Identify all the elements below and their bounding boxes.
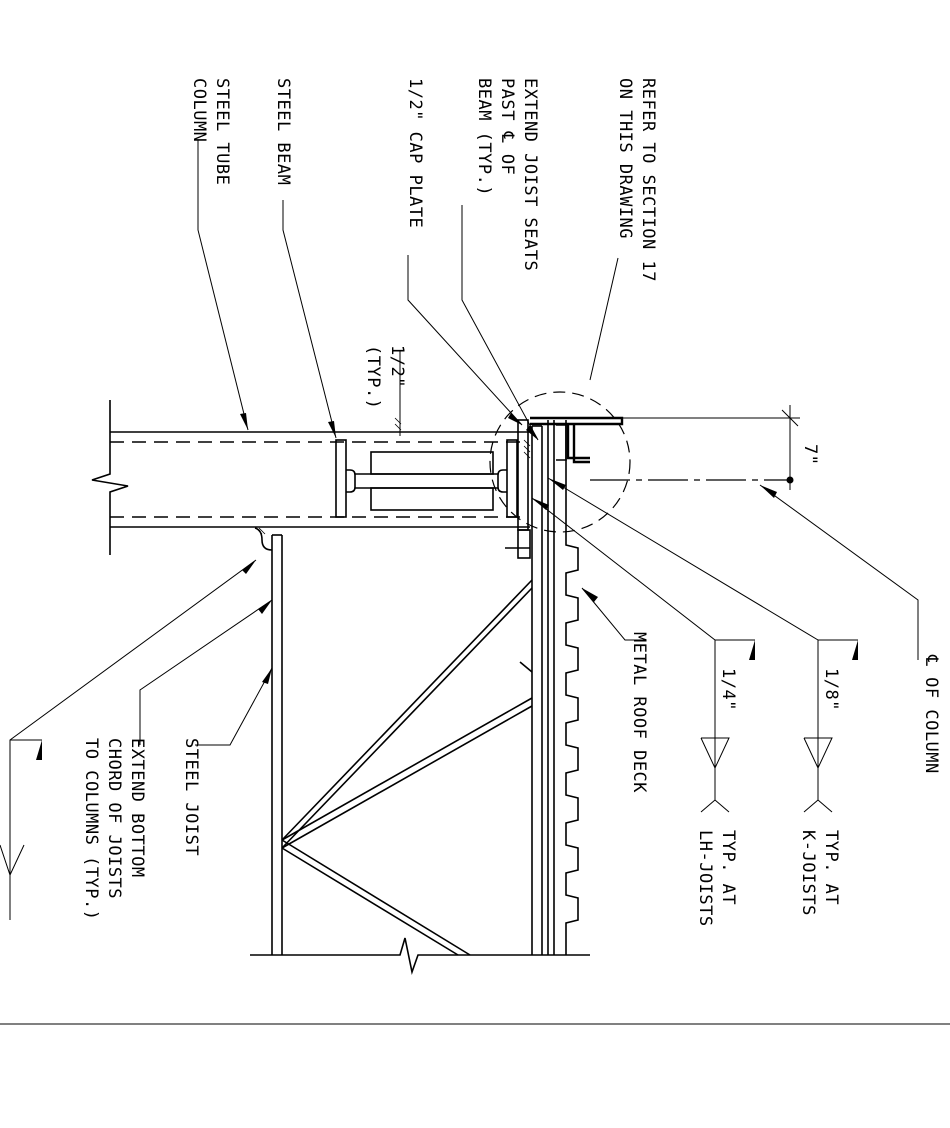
leader-steel-tube [197, 140, 249, 431]
leader-extend-bottom [139, 599, 273, 745]
weld-symbol-eighth [803, 737, 833, 813]
label-typ-k-1: TYP. AT [821, 830, 841, 905]
label-extend-bottom-3: TO COLUMNS (TYP.) [81, 738, 101, 921]
weld-symbol-bottom [0, 844, 25, 877]
leader-extend-seats [461, 205, 539, 441]
edge-angle [530, 416, 624, 464]
leader-bottom-weld [9, 559, 257, 920]
label-metal-deck: METAL ROOF DECK [629, 632, 649, 793]
label-typ-lh-2: LH-JOISTS [695, 830, 715, 927]
label-half-inch: 1/2" [387, 345, 407, 388]
label-cl-column: ℄ OF COLUMN [921, 654, 941, 774]
leader-metal-deck [581, 587, 645, 641]
leader-eighth-weld [547, 477, 858, 800]
label-steel-tube-2: COLUMN [189, 78, 209, 142]
weld-symbol-quarter [700, 737, 730, 813]
label-seven-inch: 7" [800, 444, 820, 465]
steel-joist [250, 534, 590, 975]
leader-steel-beam [282, 200, 337, 439]
label-typ-k-2: K-JOISTS [798, 830, 818, 916]
label-steel-beam: STEEL BEAM [273, 78, 293, 185]
labels: REFER TO SECTION 17 ON THIS DRAWING EXTE… [81, 78, 941, 927]
steel-tube-column [91, 400, 530, 555]
label-weld-eighth: 1/8" [821, 668, 841, 711]
leader-quarter-weld [531, 497, 755, 800]
label-extend-seats-2: PAST ℄ OF [497, 78, 517, 175]
steel-beam [335, 439, 518, 518]
label-cap-plate: 1/2" CAP PLATE [405, 78, 425, 228]
leader-cl-column [759, 484, 919, 660]
column-centerline [590, 405, 800, 490]
section-17-callout-circle [489, 391, 631, 533]
metal-roof-deck [565, 530, 579, 955]
joist-top-chord [531, 420, 567, 955]
label-weld-quarter: 1/4" [718, 668, 738, 711]
cap-plate [517, 419, 531, 559]
label-steel-joist: STEEL JOIST [181, 738, 201, 856]
leader-refer-section [589, 257, 619, 381]
label-extend-seats-1: EXTEND JOIST SEATS [520, 78, 540, 271]
label-extend-seats-3: BEAM (TYP.) [474, 78, 494, 196]
label-extend-bottom-2: CHORD OF JOISTS [104, 738, 124, 899]
label-refer-section-1: REFER TO SECTION 17 [638, 78, 658, 282]
label-refer-section-2: ON THIS DRAWING [615, 78, 635, 239]
label-steel-tube-1: STEEL TUBE [212, 78, 232, 185]
leader-cap-plate [407, 255, 523, 426]
bottom-chord-connection [254, 527, 273, 551]
leader-steel-joist [195, 667, 273, 746]
label-typ-lh-1: TYP. AT [718, 830, 738, 905]
label-half-typ: (TYP.) [363, 345, 383, 409]
label-extend-bottom-1: EXTEND BOTTOM [127, 738, 147, 878]
